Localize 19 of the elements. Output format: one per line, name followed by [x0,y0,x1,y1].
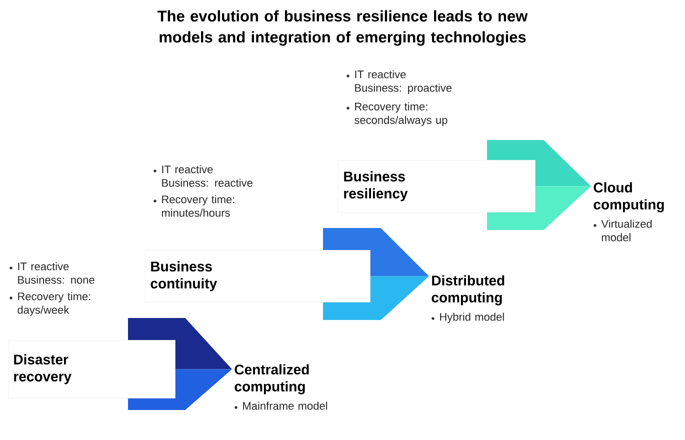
chevron-arrow [323,228,429,320]
bullet-text: IT reactive Business: reactive [162,165,252,187]
stage-band: Disaster recovery [8,340,176,398]
chevron-arrow [487,140,591,230]
stage-label: Cloud computing [594,182,664,212]
bullet-text: IT reactive Business: none [18,262,94,284]
title: The evolution of business resilience leads to new models and integration of emerging technologies [158,10,528,46]
bullet-text: Virtualized model [601,220,652,242]
stage-band: Business continuity [145,250,370,302]
stage-label: Distributed computing [432,275,504,306]
stage-band: Business resiliency [338,160,536,212]
stage-label: Centralized computing [234,364,309,394]
bullet-text: Mainframe model [243,402,328,410]
bullet-text: IT reactive Business: proactive [355,70,452,94]
bullet-text: Hybrid model [440,312,504,323]
bullet-text: Recovery time: seconds/always up [354,102,448,126]
chevron-arrow [128,318,232,410]
bullet-text: Recovery time: minutes/hours [162,195,234,217]
bullet-text: Recovery time: days/week [18,292,90,316]
